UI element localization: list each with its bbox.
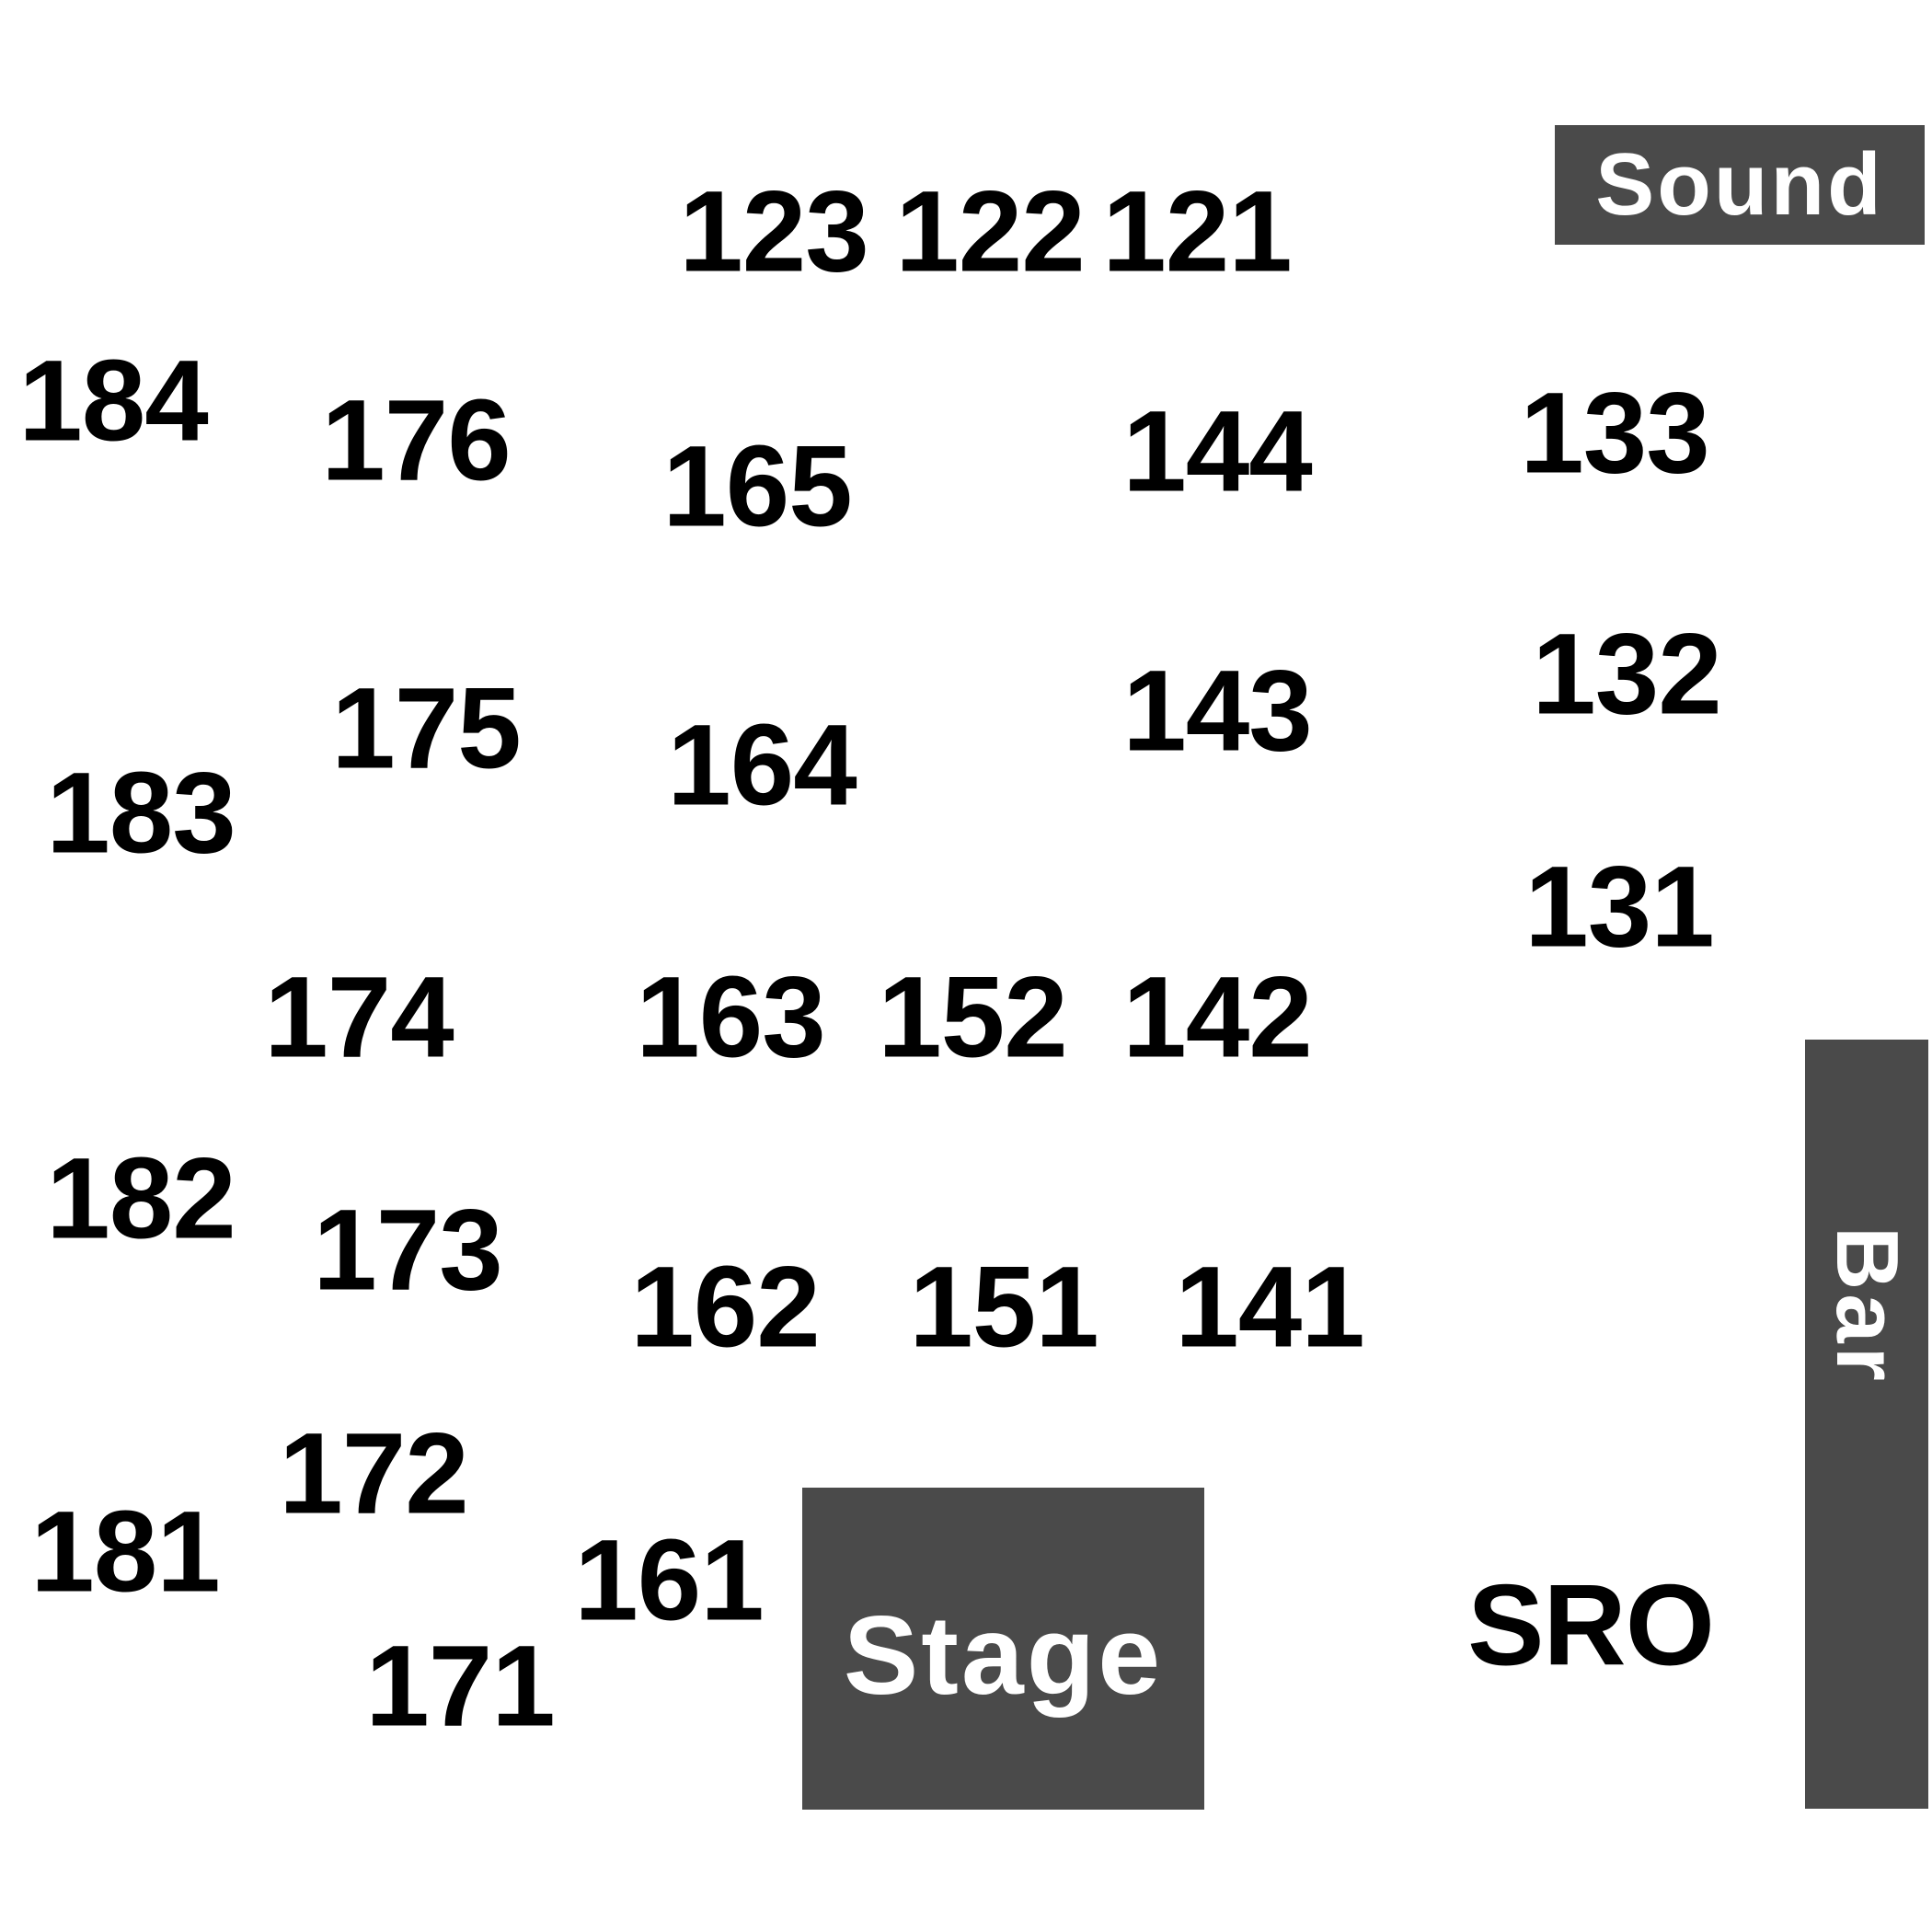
section-152[interactable]: 152 bbox=[878, 953, 1068, 1082]
section-165[interactable]: 165 bbox=[662, 422, 853, 551]
section-172[interactable]: 172 bbox=[279, 1409, 469, 1538]
section-131[interactable]: 131 bbox=[1524, 843, 1715, 972]
section-162[interactable]: 162 bbox=[630, 1243, 821, 1372]
section-181[interactable]: 181 bbox=[30, 1488, 221, 1616]
sound-booth: Sound bbox=[1555, 125, 1925, 245]
section-133[interactable]: 133 bbox=[1520, 369, 1710, 498]
section-161[interactable]: 161 bbox=[574, 1516, 765, 1645]
section-164[interactable]: 164 bbox=[667, 701, 857, 830]
sound-label: Sound bbox=[1595, 135, 1884, 234]
section-143[interactable]: 143 bbox=[1122, 647, 1313, 776]
section-142[interactable]: 142 bbox=[1122, 953, 1313, 1082]
section-144[interactable]: 144 bbox=[1122, 387, 1313, 516]
section-184[interactable]: 184 bbox=[18, 337, 209, 466]
section-132[interactable]: 132 bbox=[1532, 610, 1722, 739]
stage: Stage bbox=[802, 1488, 1204, 1810]
section-171[interactable]: 171 bbox=[365, 1622, 556, 1751]
bar-label: Bar bbox=[1818, 1225, 1917, 1386]
section-151[interactable]: 151 bbox=[909, 1243, 1099, 1372]
section-176[interactable]: 176 bbox=[321, 376, 512, 505]
section-173[interactable]: 173 bbox=[313, 1186, 503, 1315]
section-123[interactable]: 123 bbox=[679, 167, 869, 296]
section-sro[interactable]: SRO bbox=[1467, 1561, 1715, 1690]
section-175[interactable]: 175 bbox=[331, 664, 522, 793]
section-183[interactable]: 183 bbox=[46, 749, 236, 878]
section-122[interactable]: 122 bbox=[895, 167, 1086, 296]
section-121[interactable]: 121 bbox=[1102, 167, 1293, 296]
stage-label: Stage bbox=[843, 1593, 1164, 1718]
section-163[interactable]: 163 bbox=[636, 953, 826, 1082]
section-182[interactable]: 182 bbox=[46, 1134, 236, 1263]
section-174[interactable]: 174 bbox=[264, 953, 454, 1082]
bar: Bar bbox=[1805, 1040, 1928, 1809]
section-141[interactable]: 141 bbox=[1175, 1243, 1365, 1372]
